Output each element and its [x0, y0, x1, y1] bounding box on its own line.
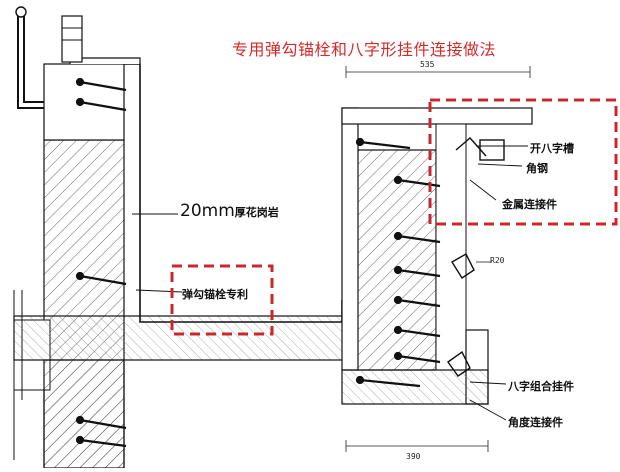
dimension-lines [345, 66, 531, 452]
eight-combo-hanger-label: 八字组合挂件 [508, 380, 574, 393]
angle-connector-label: 角度连接件 [508, 416, 563, 429]
angle-steel-label: 角钢 [526, 162, 548, 175]
stone-thickness-text: 厚花岗岩 [234, 206, 279, 219]
eight-groove-label: 开八字槽 [530, 142, 574, 155]
spring-hook-anchor-label: 弹勾锚栓专利 [182, 288, 248, 301]
stone-thickness-label: 20mm厚花岗岩 [180, 201, 279, 221]
stone-cladding-left [69, 57, 141, 316]
highlight-boxes [170, 98, 618, 336]
dimension-bottom: 390 [406, 452, 421, 461]
drain-pipe [15, 6, 83, 109]
dimension-side: R20 [490, 256, 505, 265]
floor-slab [13, 300, 355, 469]
leader-lines [132, 145, 528, 421]
anchor-bolts [75, 77, 441, 448]
diagram-title: 专用弹勾锚栓和八字形挂件连接做法 [232, 40, 497, 59]
dimension-top: 535 [420, 60, 435, 69]
stone-thickness-value: 20mm [180, 201, 235, 221]
metal-connector-label: 金属连接件 [502, 198, 557, 211]
eight-shape-fittings [447, 137, 505, 377]
